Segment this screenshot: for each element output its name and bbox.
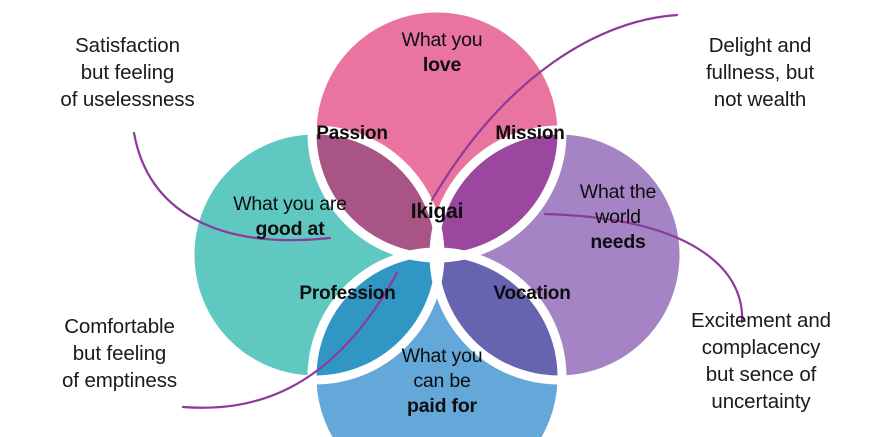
connector-bottom-right <box>543 212 744 324</box>
caption-top-right: Delight and fullness, but not wealth <box>705 34 815 112</box>
connector-bottom-left <box>181 271 399 409</box>
venn-circle-outlines <box>185 3 689 437</box>
connector-top-right <box>430 13 679 202</box>
connector-top-left <box>132 131 332 242</box>
caption-top-left: Satisfaction but feeling of uselessness <box>60 34 195 112</box>
caption-bottom-right: Excitement and complacency but sence of … <box>691 309 831 414</box>
outline-paid <box>307 247 567 437</box>
caption-bottom-left: Comfortable but feeling of emptiness <box>61 315 178 393</box>
connector-lines <box>132 13 744 409</box>
